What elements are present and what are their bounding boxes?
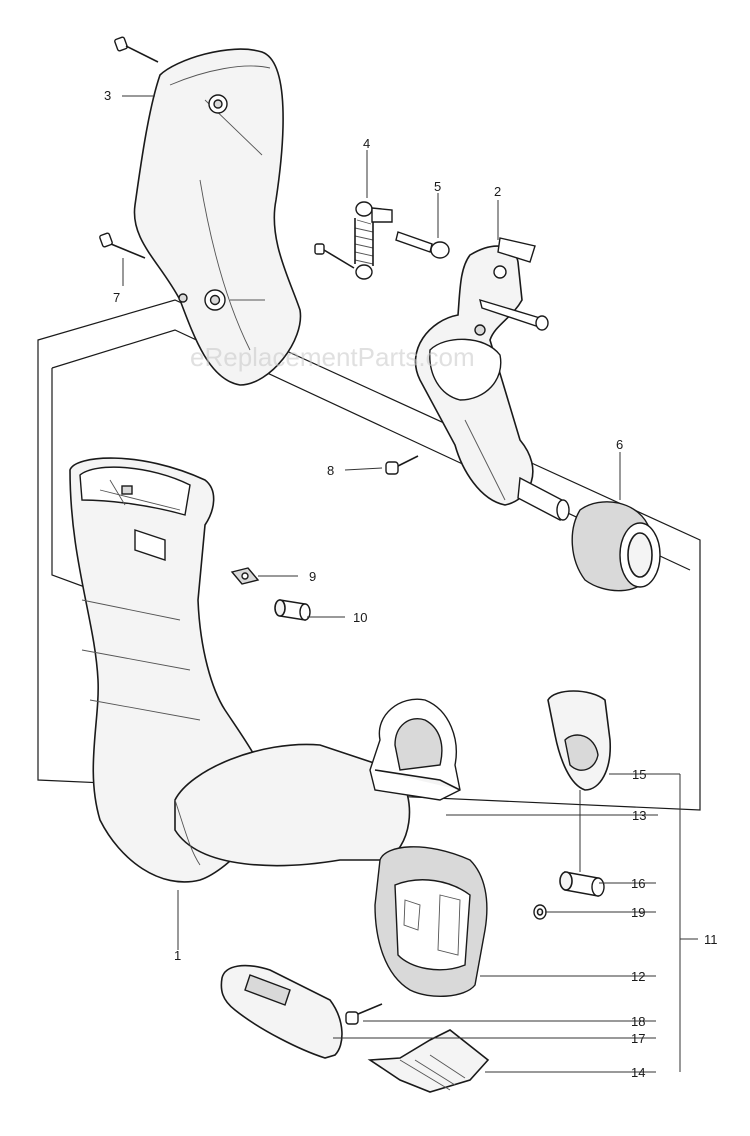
part-17-cover <box>220 964 343 1059</box>
callout-18: 18 <box>631 1014 645 1029</box>
part-9-nut <box>230 567 260 585</box>
part-3-housing <box>133 48 302 386</box>
callout-8: 8 <box>327 463 334 478</box>
part-4-spring <box>354 201 393 280</box>
callout-10: 10 <box>353 610 367 625</box>
callout-labels: 3 4 5 2 7 8 6 9 10 15 13 16 19 11 1 12 1… <box>104 88 718 1080</box>
part-6-ring <box>571 501 661 592</box>
part-14-lever <box>367 1029 490 1093</box>
leader-lines <box>122 95 698 1073</box>
callout-6: 6 <box>616 437 623 452</box>
part-18-screw <box>345 1003 383 1025</box>
callout-7: 7 <box>113 290 120 305</box>
part-12-housing <box>374 846 488 998</box>
part-13-clip <box>369 698 461 801</box>
part-10-bushing <box>274 599 311 621</box>
callout-3: 3 <box>104 88 111 103</box>
screw-7 <box>99 232 146 259</box>
callout-16: 16 <box>631 876 645 891</box>
watermark: eReplacementParts.com <box>190 342 475 372</box>
part-2-bracket <box>414 237 570 522</box>
callout-19: 19 <box>631 905 645 920</box>
callout-9: 9 <box>309 569 316 584</box>
screw-3 <box>114 36 159 63</box>
callout-5: 5 <box>434 179 441 194</box>
screw-spring <box>314 243 355 269</box>
callout-13: 13 <box>632 808 646 823</box>
callout-2: 2 <box>494 184 501 199</box>
part-1-grip <box>69 457 411 883</box>
callout-14: 14 <box>631 1065 645 1080</box>
part-5-pin <box>395 231 450 259</box>
screw-8 <box>385 455 419 475</box>
part-19-washer <box>533 904 547 920</box>
part-15-trigger <box>547 690 611 791</box>
callout-17: 17 <box>631 1031 645 1046</box>
callout-1: 1 <box>174 948 181 963</box>
callout-11: 11 <box>704 932 718 947</box>
callout-15: 15 <box>632 767 646 782</box>
callout-4: 4 <box>363 136 370 151</box>
callout-12: 12 <box>631 969 645 984</box>
part-16-roller <box>559 871 605 897</box>
